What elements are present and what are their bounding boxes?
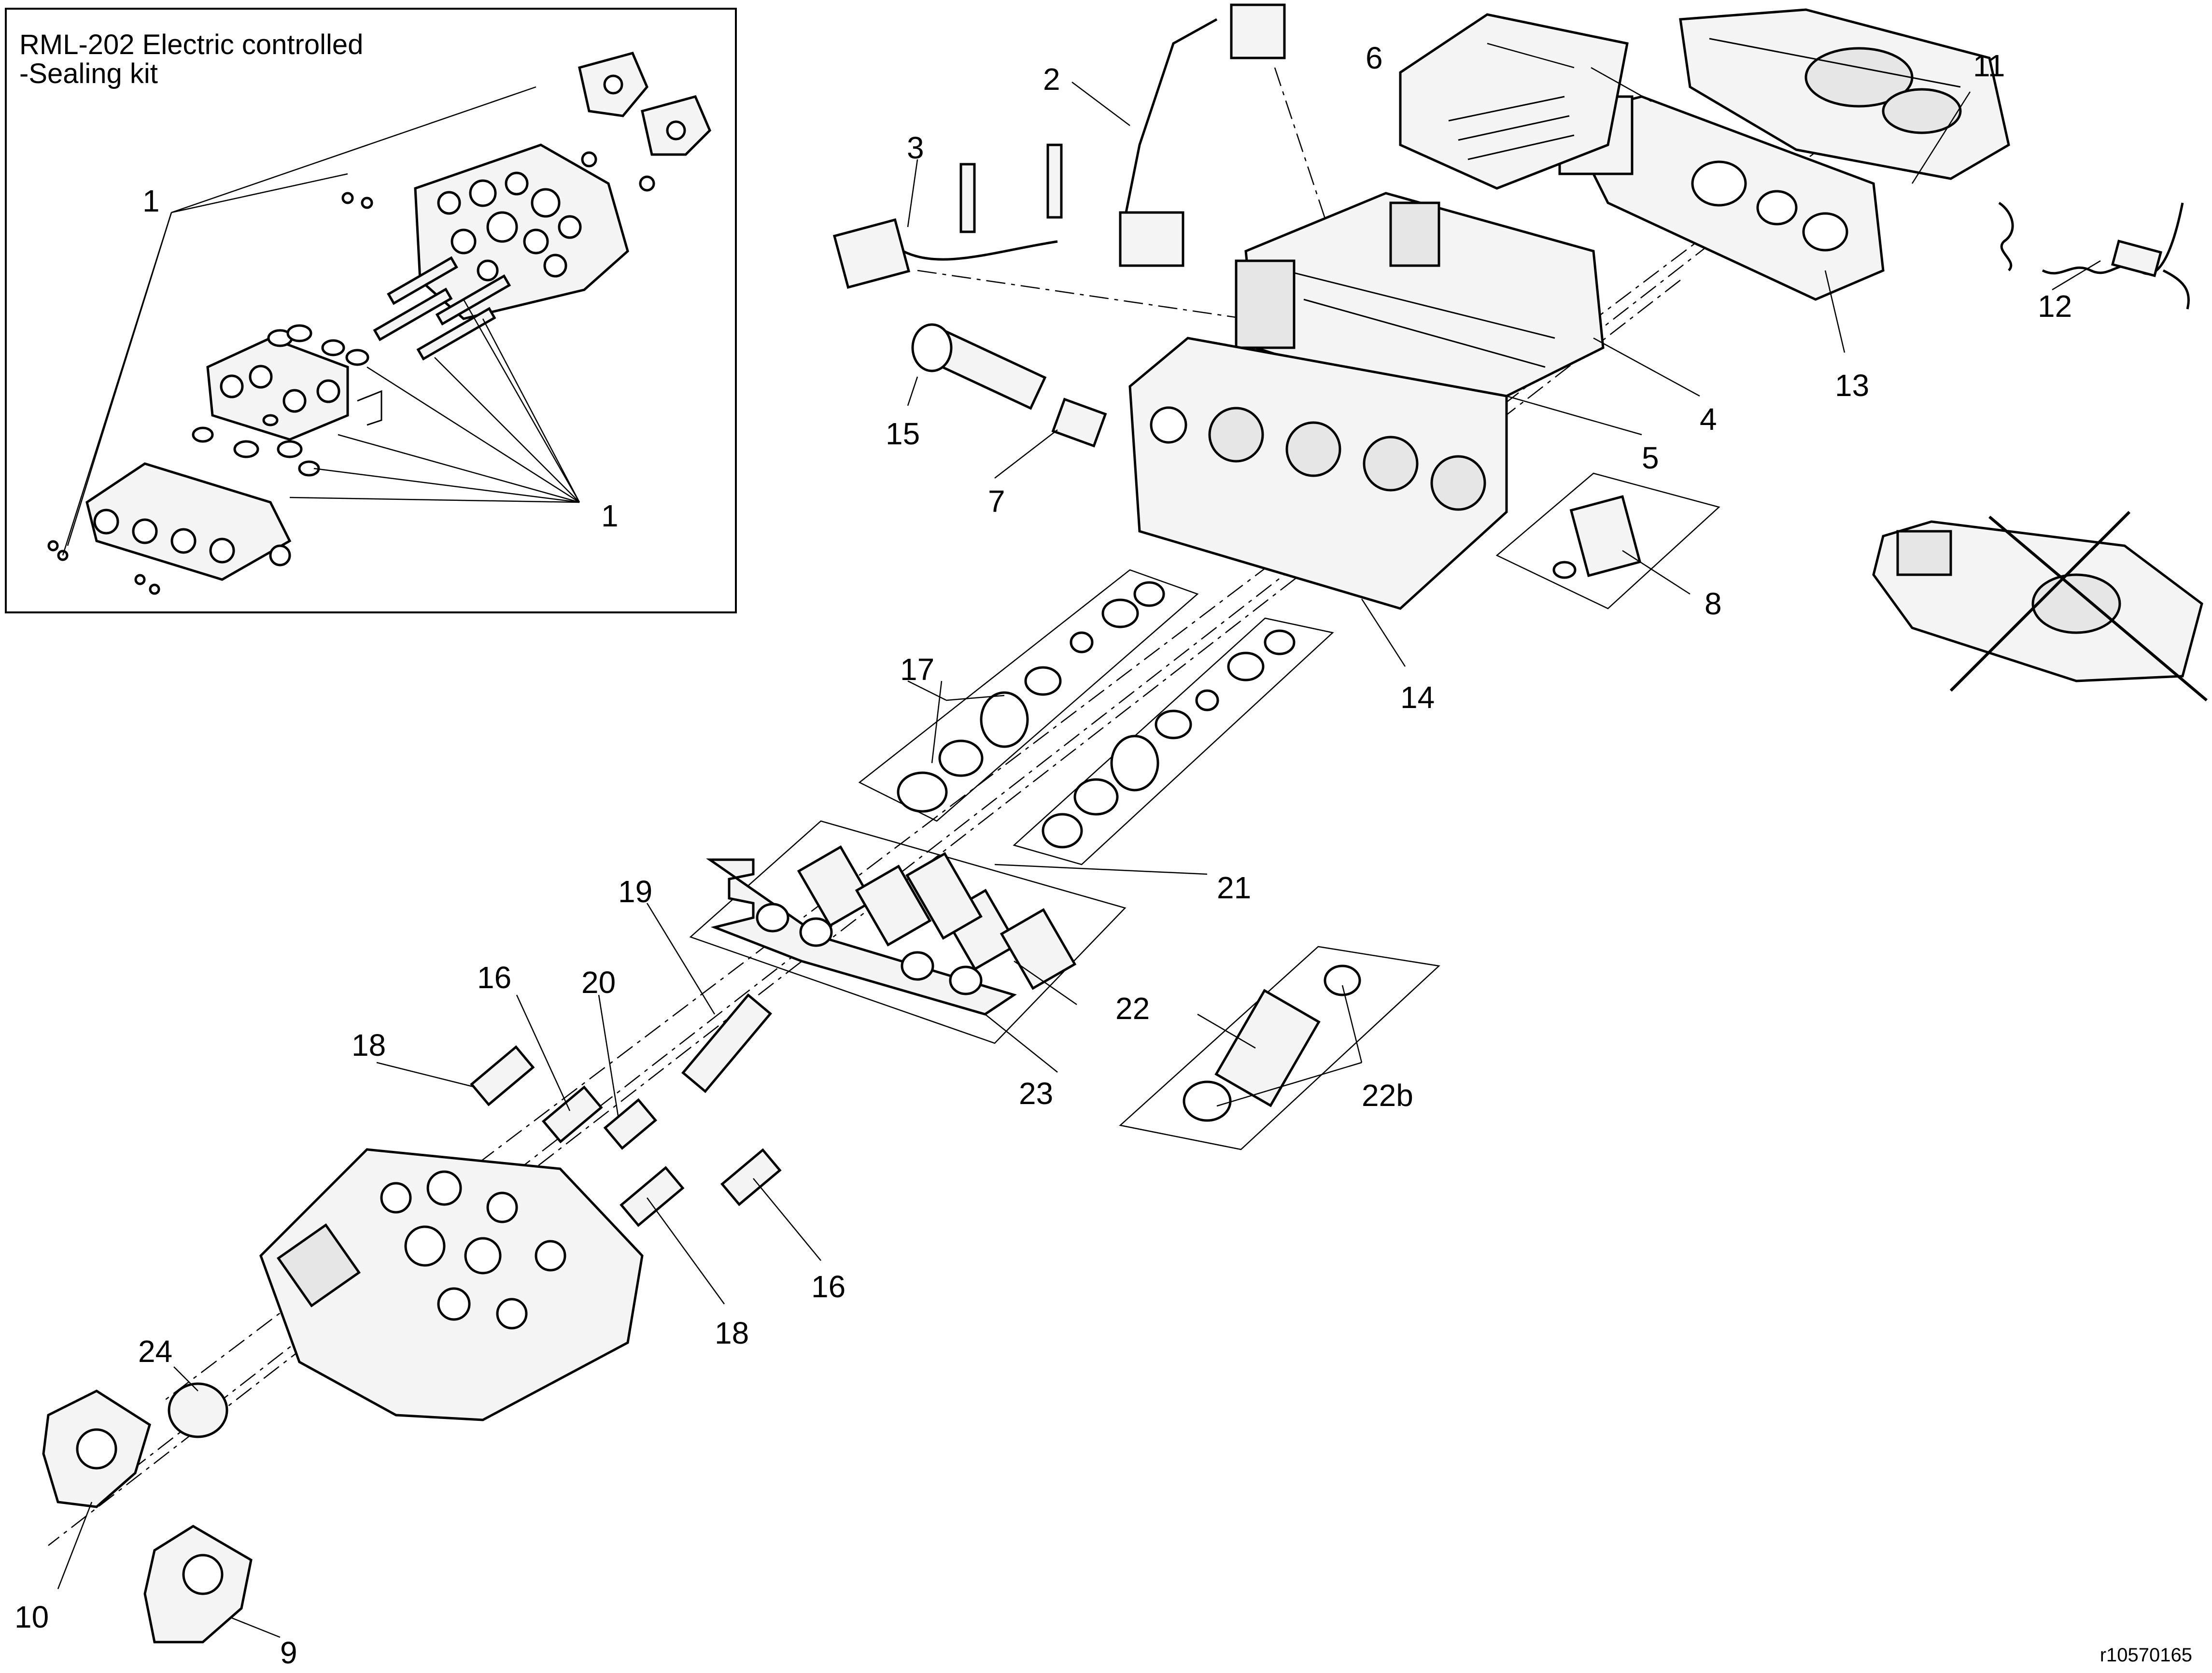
callout-24: 24	[138, 1334, 172, 1369]
part-24-plug	[168, 1382, 228, 1438]
inset-title-line2: -Sealing kit	[19, 58, 158, 89]
part-18-plug-lower	[620, 1166, 685, 1227]
callout-2: 2	[1043, 62, 1060, 97]
inset-valve-body	[414, 143, 629, 320]
part-4-housing	[1235, 192, 1605, 417]
callout-20: 20	[581, 965, 616, 1000]
part-12-spring-harness	[1998, 201, 2190, 310]
callout-labels: 2 3 4 5 6 7 8 9 10 11 12 13 14 15 16 16 …	[14, 41, 2072, 1670]
callout-19: 19	[618, 874, 652, 909]
callout-6: 6	[1366, 41, 1383, 75]
callout-1-inset-bottom: 1	[601, 498, 619, 533]
part-15-sensor	[911, 323, 1047, 410]
callout-11: 11	[1973, 48, 2005, 83]
cross-out-icon	[1949, 510, 2208, 702]
part-22b-seal-panel	[1119, 946, 1440, 1150]
callout-7: 7	[988, 484, 1005, 519]
lower-valve-body	[259, 1148, 644, 1421]
main-leaders	[57, 43, 2101, 1638]
callout-5: 5	[1642, 440, 1659, 475]
callout-18-upper: 18	[352, 1028, 386, 1063]
inset-leaders	[62, 86, 580, 556]
inset-lower-manifold	[85, 462, 292, 581]
part-22-solenoid-cartridges	[797, 845, 1077, 990]
callout-16-lower: 16	[811, 1269, 845, 1304]
callout-18-lower: 18	[715, 1316, 749, 1350]
callout-4: 4	[1700, 402, 1717, 437]
part-18-plug-upper	[470, 1045, 535, 1106]
callout-13: 13	[1835, 368, 1869, 403]
callout-14: 14	[1400, 680, 1435, 715]
part-11-top-cover	[1679, 8, 2010, 180]
callout-15: 15	[886, 416, 920, 451]
sealing-kit-inset: RML-202 Electric controlled -Sealing kit	[5, 8, 737, 613]
part-9-end-cap	[143, 1525, 253, 1644]
inset-o-rings	[192, 324, 382, 477]
part-3-connector	[832, 143, 1063, 289]
part-14-main-block	[1128, 337, 1508, 610]
part-7-fitting	[1051, 397, 1107, 448]
callout-8: 8	[1705, 586, 1722, 621]
part-17-seal-panel	[858, 569, 1199, 822]
callout-12: 12	[2038, 289, 2072, 324]
part-8-valve-panel	[1495, 472, 1720, 610]
part-6-cover	[1399, 13, 1629, 190]
part-14-seal-panel	[1013, 617, 1334, 865]
part-16-cartridge-upper	[541, 1085, 603, 1144]
callout-1-inset-top: 1	[142, 184, 160, 218]
part-23-gasket-plate	[689, 820, 1127, 1044]
callout-3: 3	[907, 130, 924, 165]
callout-23: 23	[1019, 1076, 1053, 1111]
callout-9: 9	[280, 1635, 297, 1670]
callout-16-upper: 16	[477, 960, 511, 995]
part-10-end-cap	[42, 1389, 151, 1508]
part-16-cartridge-lower	[720, 1148, 782, 1206]
callout-22: 22	[1115, 991, 1150, 1026]
part-2-harness	[1119, 3, 1286, 267]
part-19-spool	[681, 993, 772, 1093]
callout-21: 21	[1217, 870, 1251, 905]
inset-title-line1: RML-202 Electric controlled	[19, 29, 363, 60]
callout-22b: 22b	[1362, 1078, 1413, 1113]
callout-17: 17	[900, 652, 934, 687]
figure-code: r10570165	[2100, 1645, 2192, 1666]
part-20-insert	[603, 1098, 657, 1150]
callout-10: 10	[14, 1600, 49, 1634]
superseded-cover	[1872, 520, 2203, 682]
